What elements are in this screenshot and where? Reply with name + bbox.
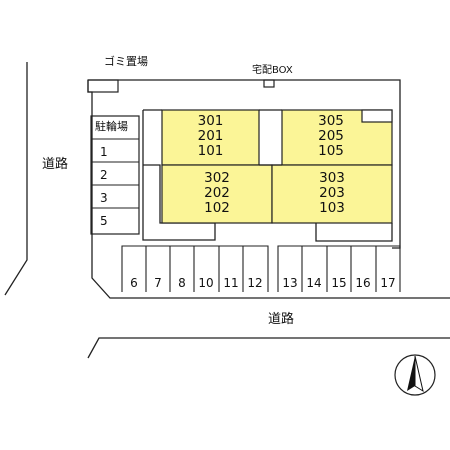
delivery-box-label: 宅配BOX [252,65,293,76]
parking-slot: 15 [331,276,347,290]
unit-number: 201 [197,128,224,144]
parking-row-left [121,245,269,292]
road-label-bottom: 道路 [268,312,295,327]
bicycle-slot: 3 [100,191,108,205]
parking-slot: 14 [306,276,322,290]
unit-stack-a: 301 201 101 [162,114,259,159]
delivery-box [263,79,275,88]
unit-number: 205 [318,128,344,144]
unit-stack-c: 302 202 102 [162,171,272,216]
unit-number: 105 [318,143,344,159]
unit-number: 203 [319,185,345,201]
parking-slot: 6 [130,276,138,290]
unit-number: 202 [204,185,230,201]
garbage-area [87,79,119,93]
unit-number: 303 [319,170,345,186]
road-label-left: 道路 [42,157,69,172]
bottom-road-edge [87,337,450,359]
parking-slot: 12 [247,276,263,290]
notch [361,109,393,123]
left-road-edge [4,62,28,296]
parking-slot: 8 [178,276,186,290]
bicycle-slot: 5 [100,214,108,228]
bicycle-parking [90,115,140,235]
parking-slot: 7 [154,276,162,290]
unit-number: 101 [197,143,224,159]
unit-number: 302 [204,170,230,186]
parking-slot: 11 [223,276,239,290]
unit-stack-d: 303 203 103 [272,171,392,216]
parking-slot: 17 [380,276,396,290]
parking-row-right [277,245,401,292]
parking-slot: 13 [282,276,298,290]
bicycle-parking-label: 駐輪場 [95,120,128,133]
unit-stack-b: 305 205 105 [296,114,366,159]
bicycle-slot: 1 [100,145,108,159]
parking-slot: 10 [198,276,214,290]
unit-number: 102 [204,200,230,216]
parking-slot: 16 [355,276,371,290]
bicycle-slot: 2 [100,168,108,182]
north-arrow-icon [394,354,436,396]
unit-number: 305 [318,113,344,129]
unit-block-301 [161,109,260,166]
unit-block-303 [271,164,393,224]
unit-number: 301 [197,113,224,129]
garbage-label: ゴミ置場 [104,55,148,68]
unit-block-302 [161,164,273,224]
unit-number: 103 [319,200,345,216]
